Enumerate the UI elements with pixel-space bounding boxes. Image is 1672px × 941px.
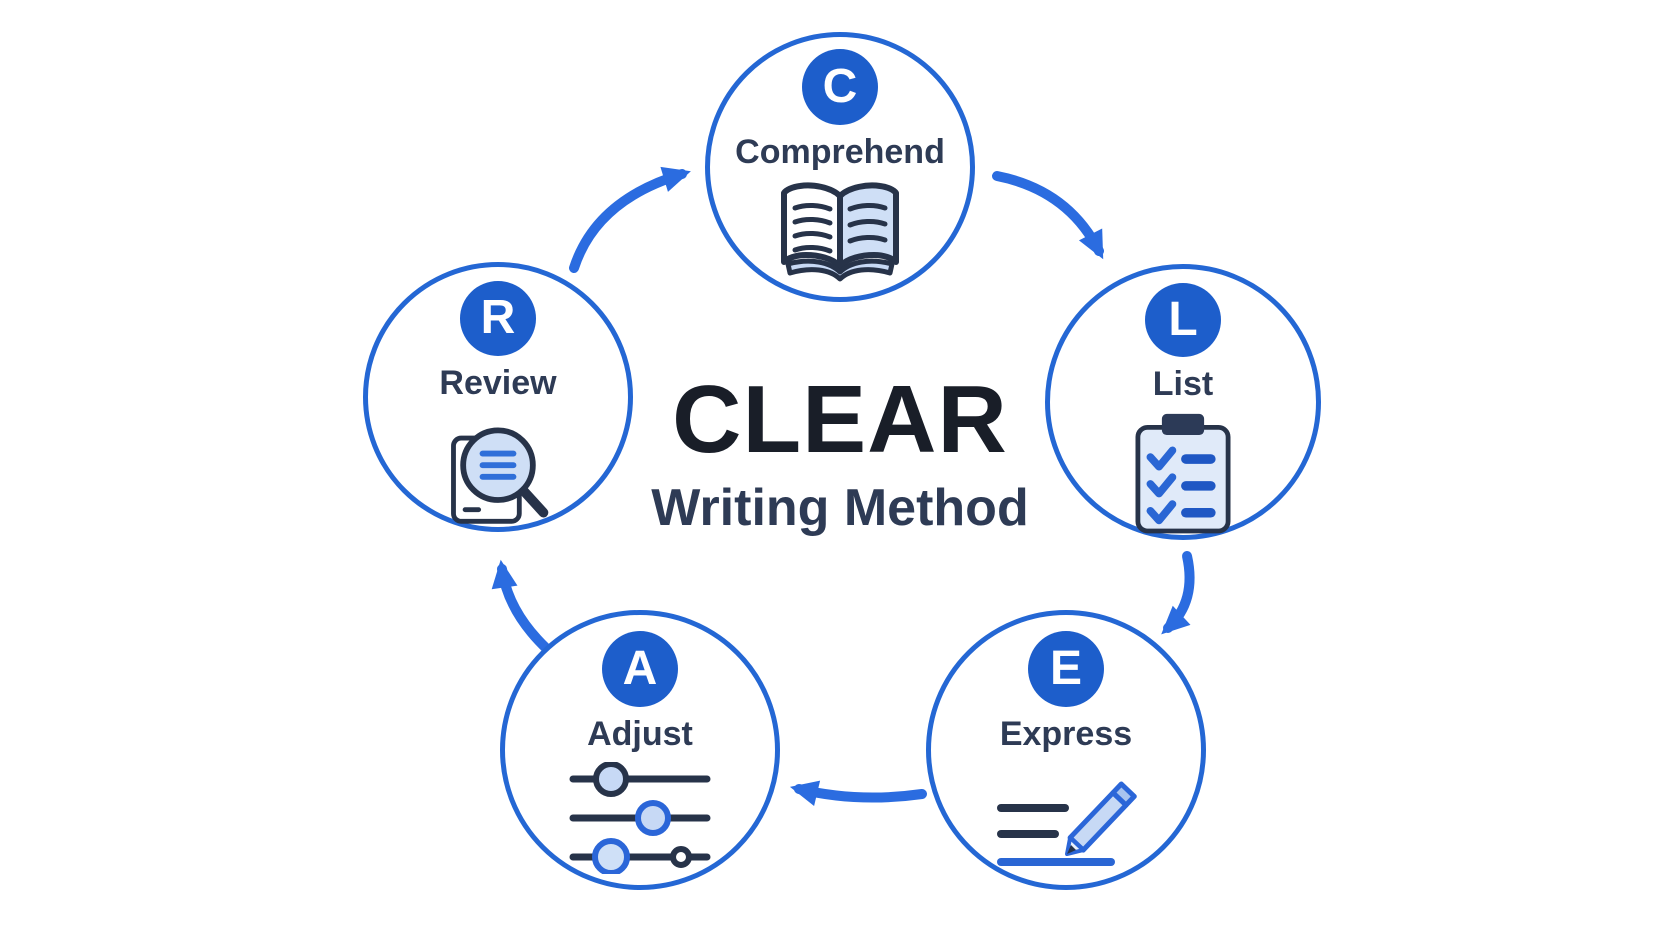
letter-badge-a: A xyxy=(602,631,678,707)
magnifier-document-icon xyxy=(451,427,549,524)
magnifier-handle xyxy=(519,486,549,518)
node-label-adjust: Adjust xyxy=(587,715,693,753)
pencil-writing-icon xyxy=(997,781,1137,867)
letter-badge-l: L xyxy=(1145,283,1221,358)
node-review: R Review xyxy=(363,262,633,532)
letter-badge-c: C xyxy=(802,49,878,125)
node-label-review: Review xyxy=(439,363,557,402)
slider-stop-dot xyxy=(670,846,692,869)
arrow-express-to-adjust xyxy=(789,780,927,806)
arrow-adjust-to-review xyxy=(491,559,552,654)
open-book-icon xyxy=(781,182,899,282)
slider-knob-3 xyxy=(592,838,630,875)
diagram-title: CLEAR Writing Method xyxy=(590,366,1090,537)
pencil-nib xyxy=(1067,845,1076,855)
node-comprehend: C Comprehend xyxy=(705,32,975,302)
sliders-icon xyxy=(569,762,711,875)
letter-badge-e: E xyxy=(1028,631,1104,707)
arrow-list-to-express xyxy=(1161,551,1195,635)
letter-badge-r: R xyxy=(460,281,536,356)
slider-knob-1 xyxy=(593,762,629,798)
node-label-list: List xyxy=(1152,365,1214,404)
node-label-comprehend: Comprehend xyxy=(735,133,945,171)
pencil-body xyxy=(1067,790,1129,853)
book-base xyxy=(785,258,895,282)
pencil-eraser xyxy=(1110,781,1137,808)
node-adjust: A Adjust xyxy=(500,610,780,890)
title-subtitle: Writing Method xyxy=(651,479,1029,537)
checklist-clipboard-icon xyxy=(1135,414,1231,534)
node-list: L List xyxy=(1045,264,1321,540)
arrow-comprehend-to-list xyxy=(992,171,1104,260)
title-main: CLEAR xyxy=(672,366,1008,473)
node-express: E Express xyxy=(926,610,1206,890)
node-label-express: Express xyxy=(999,715,1133,753)
book-left-page xyxy=(781,182,843,270)
slider-knob-2 xyxy=(635,800,671,837)
clipboard-clip xyxy=(1161,414,1205,436)
arrow-review-to-comprehend xyxy=(569,166,691,273)
